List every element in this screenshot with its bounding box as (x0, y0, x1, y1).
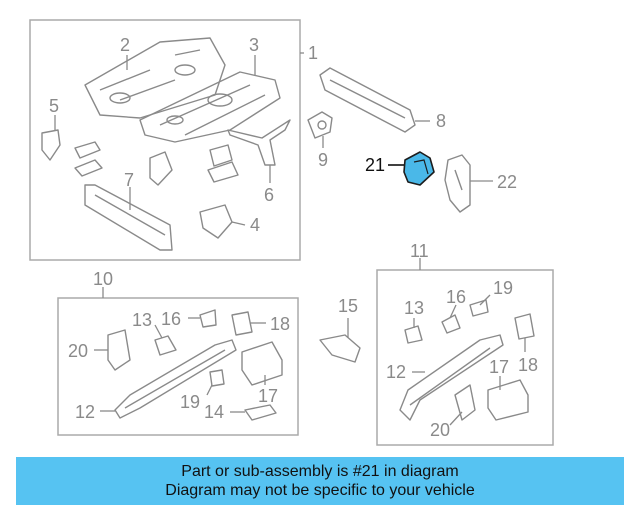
callout-20-group10: 20 (68, 341, 88, 361)
part-14-plate-g10 (244, 404, 277, 421)
callout-15: 15 (338, 296, 358, 316)
part-4-plate (199, 204, 233, 239)
part-3-hole (207, 93, 233, 107)
callout-7: 7 (124, 170, 134, 190)
callout-20-group11: 20 (430, 420, 450, 440)
part-2-floor-pan-front (84, 37, 226, 119)
part-18-bracket-g10 (231, 311, 253, 336)
callout-12-group11: 12 (386, 362, 406, 382)
part-8-beam (319, 67, 416, 133)
part-3-floor-pan-rear (139, 71, 281, 143)
callout-8: 8 (436, 111, 446, 131)
part-12-side-member-g11 (399, 334, 504, 421)
callout-3: 3 (249, 35, 259, 55)
part-15-reinforcement (319, 334, 361, 363)
callout-12-group10: 12 (75, 402, 95, 422)
part-7-side-rail (84, 184, 173, 251)
part-bracket-small (74, 159, 103, 177)
part-9-mount (307, 111, 333, 139)
callout-18-group11: 18 (518, 355, 538, 375)
callout-11: 11 (410, 241, 429, 261)
part-bracket-small (74, 141, 101, 159)
part-2-hole (109, 92, 131, 104)
part-20-bracket-g11 (454, 384, 476, 421)
part-16-bracket-g10 (199, 309, 217, 328)
part-16-bracket-g11 (441, 314, 461, 334)
callout-1: 1 (308, 43, 318, 63)
part-13-plate-g11 (404, 325, 423, 344)
leader-4 (231, 221, 246, 226)
part-22-panel (444, 154, 471, 213)
group-frame-1 (29, 19, 301, 261)
callout-16-group11: 16 (446, 287, 466, 307)
part-9-hole (317, 120, 327, 130)
part-20-bracket-g10 (107, 329, 131, 371)
callout-9: 9 (318, 150, 328, 170)
callout-19-group11: 19 (493, 278, 513, 298)
group-frame-10 (57, 297, 299, 436)
part-bracket-small (209, 144, 233, 167)
leader-19b (479, 294, 491, 306)
part-17-bracket-g11 (487, 379, 529, 421)
callout-13-group11: 13 (404, 298, 424, 318)
callout-2: 2 (120, 35, 130, 55)
callout-6: 6 (264, 185, 274, 205)
leader-16b (449, 304, 457, 319)
part-21-highlighted[interactable] (403, 151, 435, 186)
callout-17-group10: 17 (258, 386, 278, 406)
callout-19-group10: 19 (180, 392, 200, 412)
part-bracket-small (207, 161, 239, 183)
part-19-clip-g11 (469, 299, 489, 317)
callout-13-group10: 13 (132, 310, 152, 330)
part-6-crossmember (227, 119, 291, 166)
info-banner: Part or sub-assembly is #21 in diagram D… (16, 457, 624, 505)
callout-5: 5 (49, 96, 59, 116)
leader-13a (154, 324, 163, 339)
part-2-hole (174, 64, 196, 76)
part-19-clip-g10 (209, 369, 225, 387)
banner-line-2: Diagram may not be specific to your vehi… (165, 482, 475, 499)
part-5-bracket (41, 129, 61, 161)
banner-line-1: Part or sub-assembly is #21 in diagram (181, 463, 459, 480)
callout-18-group10: 18 (270, 314, 290, 334)
callout-16-group10: 16 (161, 309, 181, 329)
group-frame-11 (376, 269, 554, 446)
part-3-hole (166, 115, 184, 125)
callout-17-group11: 17 (489, 357, 509, 377)
part-bracket-small (149, 151, 173, 186)
callout-4: 4 (250, 215, 260, 235)
callout-21: 21 (365, 155, 385, 175)
callout-22: 22 (497, 172, 517, 192)
callout-10: 10 (93, 269, 113, 289)
part-18-bracket-g11 (514, 313, 535, 340)
part-13-plate-g10 (154, 335, 177, 356)
part-12-side-member-g10 (114, 339, 237, 419)
leader-20b (449, 411, 463, 426)
leader-19a (206, 384, 213, 396)
callout-14: 14 (204, 402, 224, 422)
part-17-bracket-g10 (241, 341, 283, 386)
